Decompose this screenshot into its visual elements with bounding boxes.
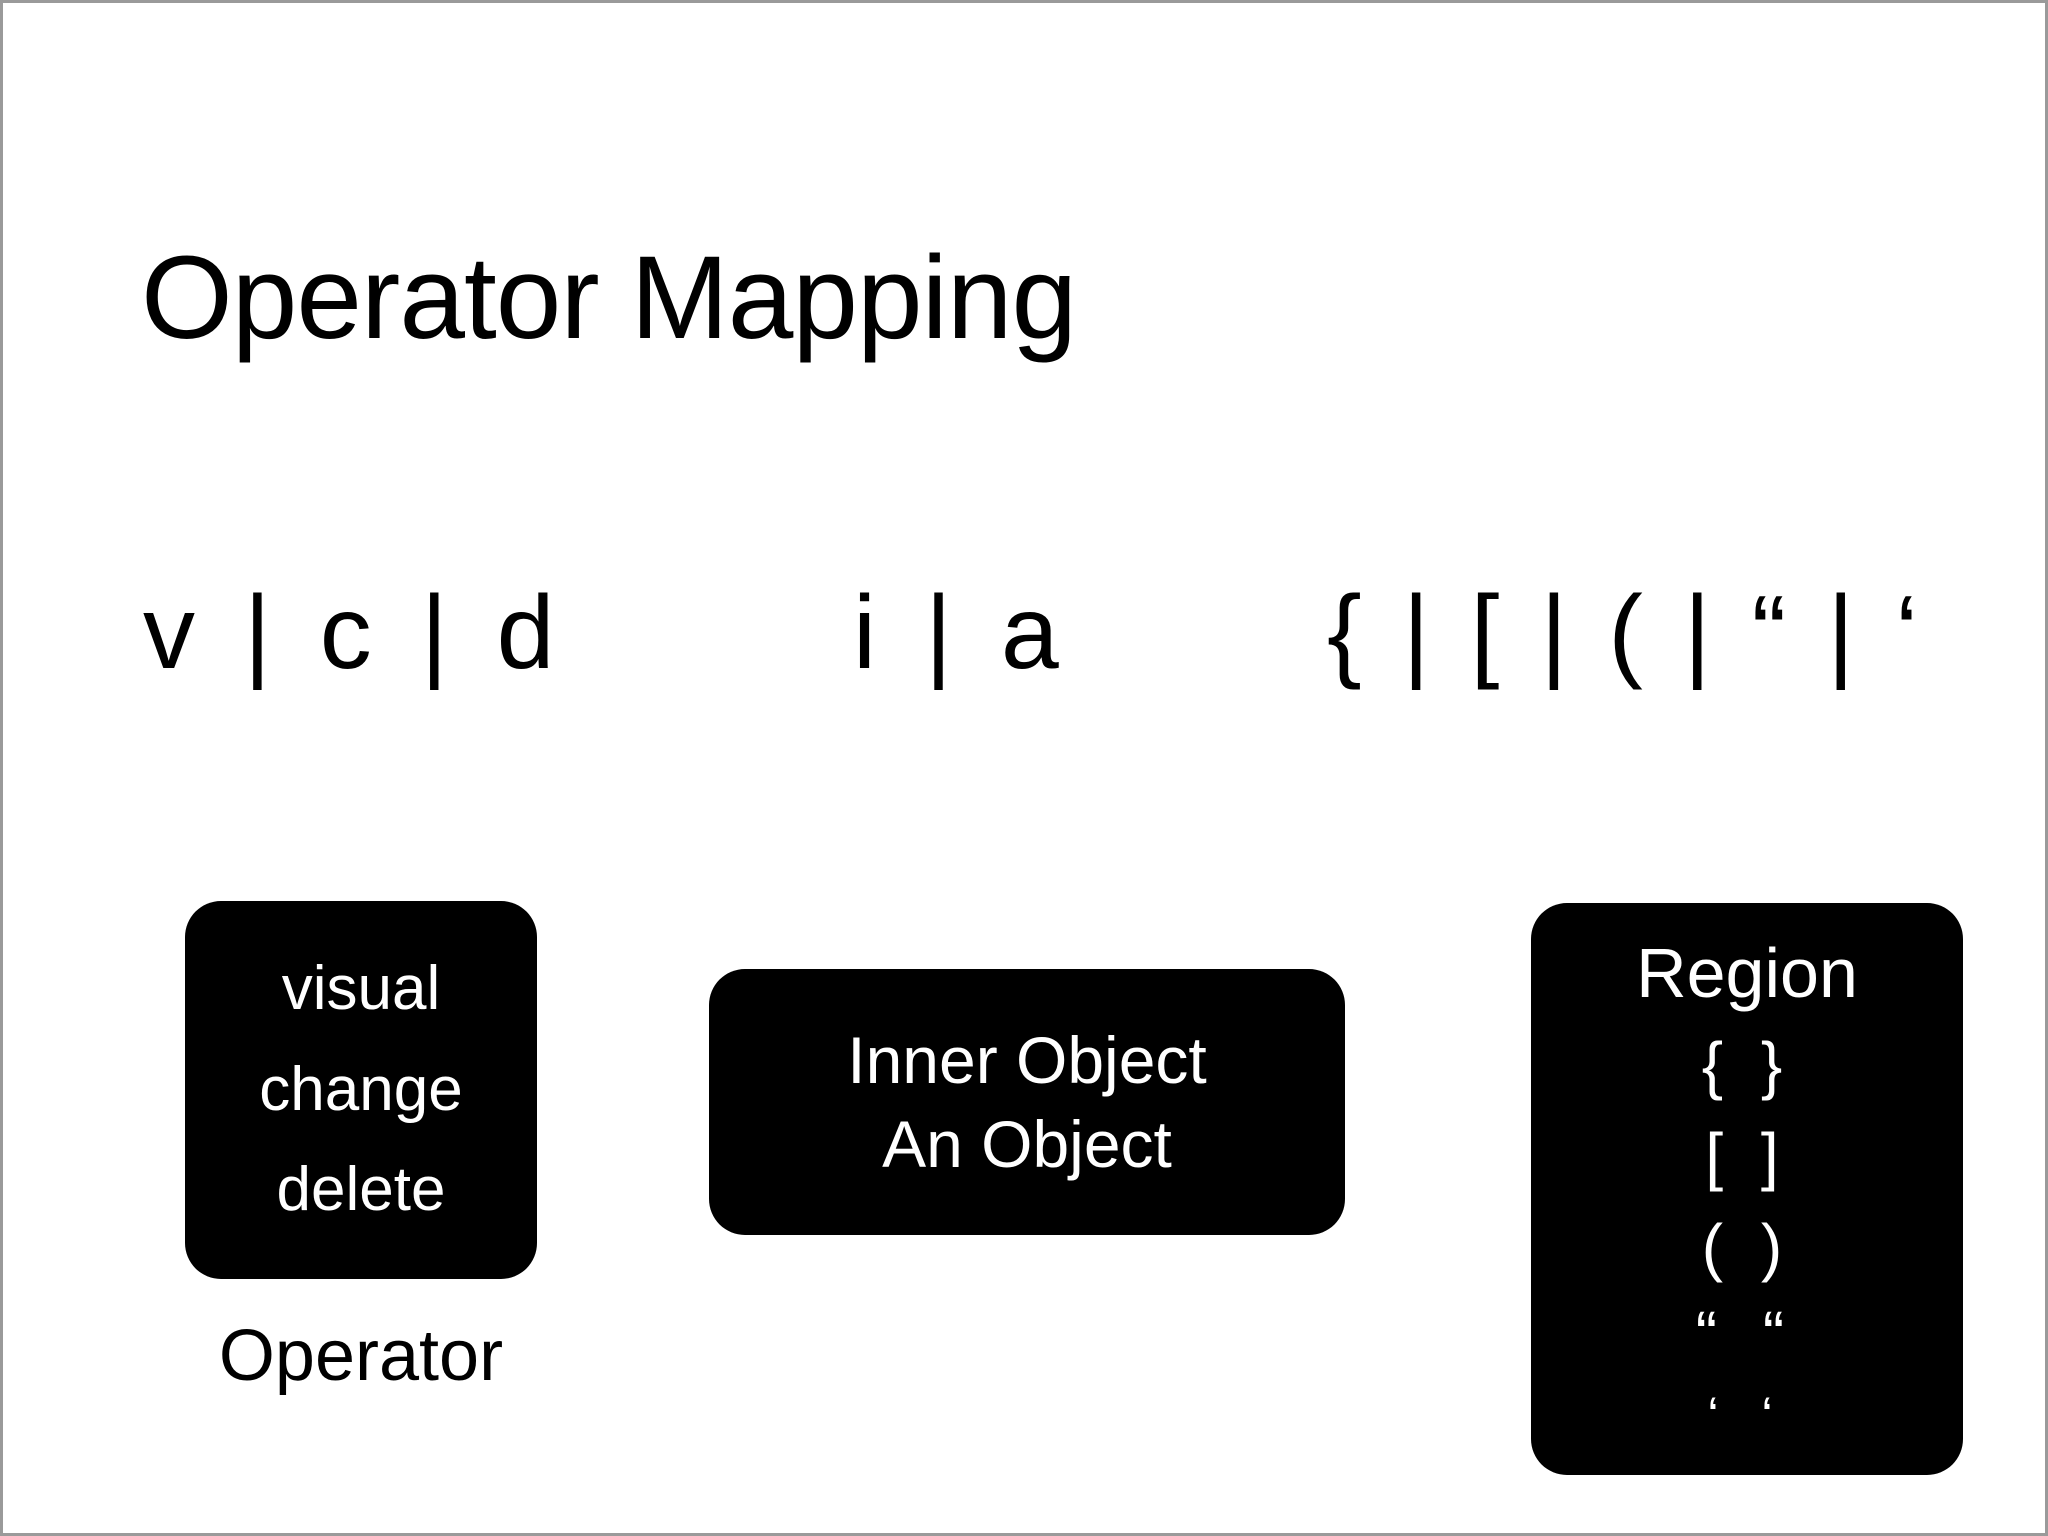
operator-card-line-delete: delete	[276, 1155, 446, 1225]
region-card-glyph-double-quotes: “ “	[1695, 1298, 1799, 1371]
region-card-glyph-parens: ( )	[1701, 1211, 1793, 1284]
region-card-glyph-brackets: [ ]	[1705, 1120, 1789, 1193]
operator-glyphs: v | c | d	[143, 575, 565, 691]
object-card: Inner Object An Object	[709, 969, 1345, 1235]
page-title: Operator Mapping	[141, 232, 1077, 364]
region-glyphs: { | [ | ( | “ | ‘	[1327, 575, 1925, 691]
operator-card-line-visual: visual	[281, 954, 441, 1024]
object-card-line-an-object: An Object	[882, 1107, 1172, 1181]
region-card: Region { } [ ] ( ) “ “ ‘ ‘	[1531, 903, 1963, 1475]
object-card-line-inner-object: Inner Object	[847, 1022, 1207, 1097]
region-card-glyph-single-quotes: ‘ ‘	[1707, 1387, 1787, 1446]
operator-card-line-change: change	[259, 1054, 463, 1124]
region-card-glyph-braces: { }	[1701, 1029, 1793, 1102]
operator-card-caption: Operator	[218, 1316, 504, 1396]
object-glyphs: i | a	[853, 575, 1069, 691]
region-card-title: Region	[1636, 934, 1858, 1012]
operator-card: visual change delete	[185, 901, 537, 1279]
